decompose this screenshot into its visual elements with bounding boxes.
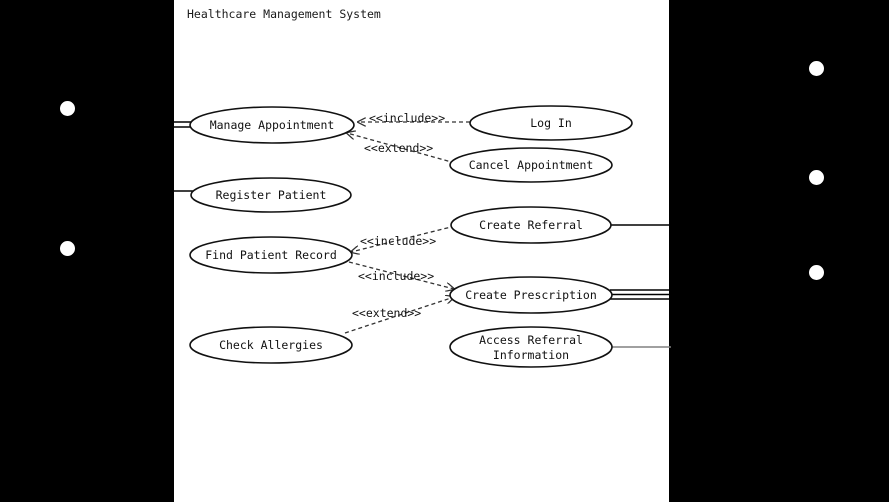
page-title: Healthcare Management System bbox=[187, 7, 381, 21]
actor-dot-right-top[interactable] bbox=[808, 60, 824, 76]
actor-dot-right-bottom[interactable] bbox=[808, 264, 824, 280]
actor-dot-right-middle[interactable] bbox=[808, 169, 824, 185]
system-boundary-panel: Healthcare Management System bbox=[172, 0, 671, 502]
actor-dot-left-bottom[interactable] bbox=[59, 240, 75, 256]
actor-dot-left-top[interactable] bbox=[59, 100, 75, 116]
